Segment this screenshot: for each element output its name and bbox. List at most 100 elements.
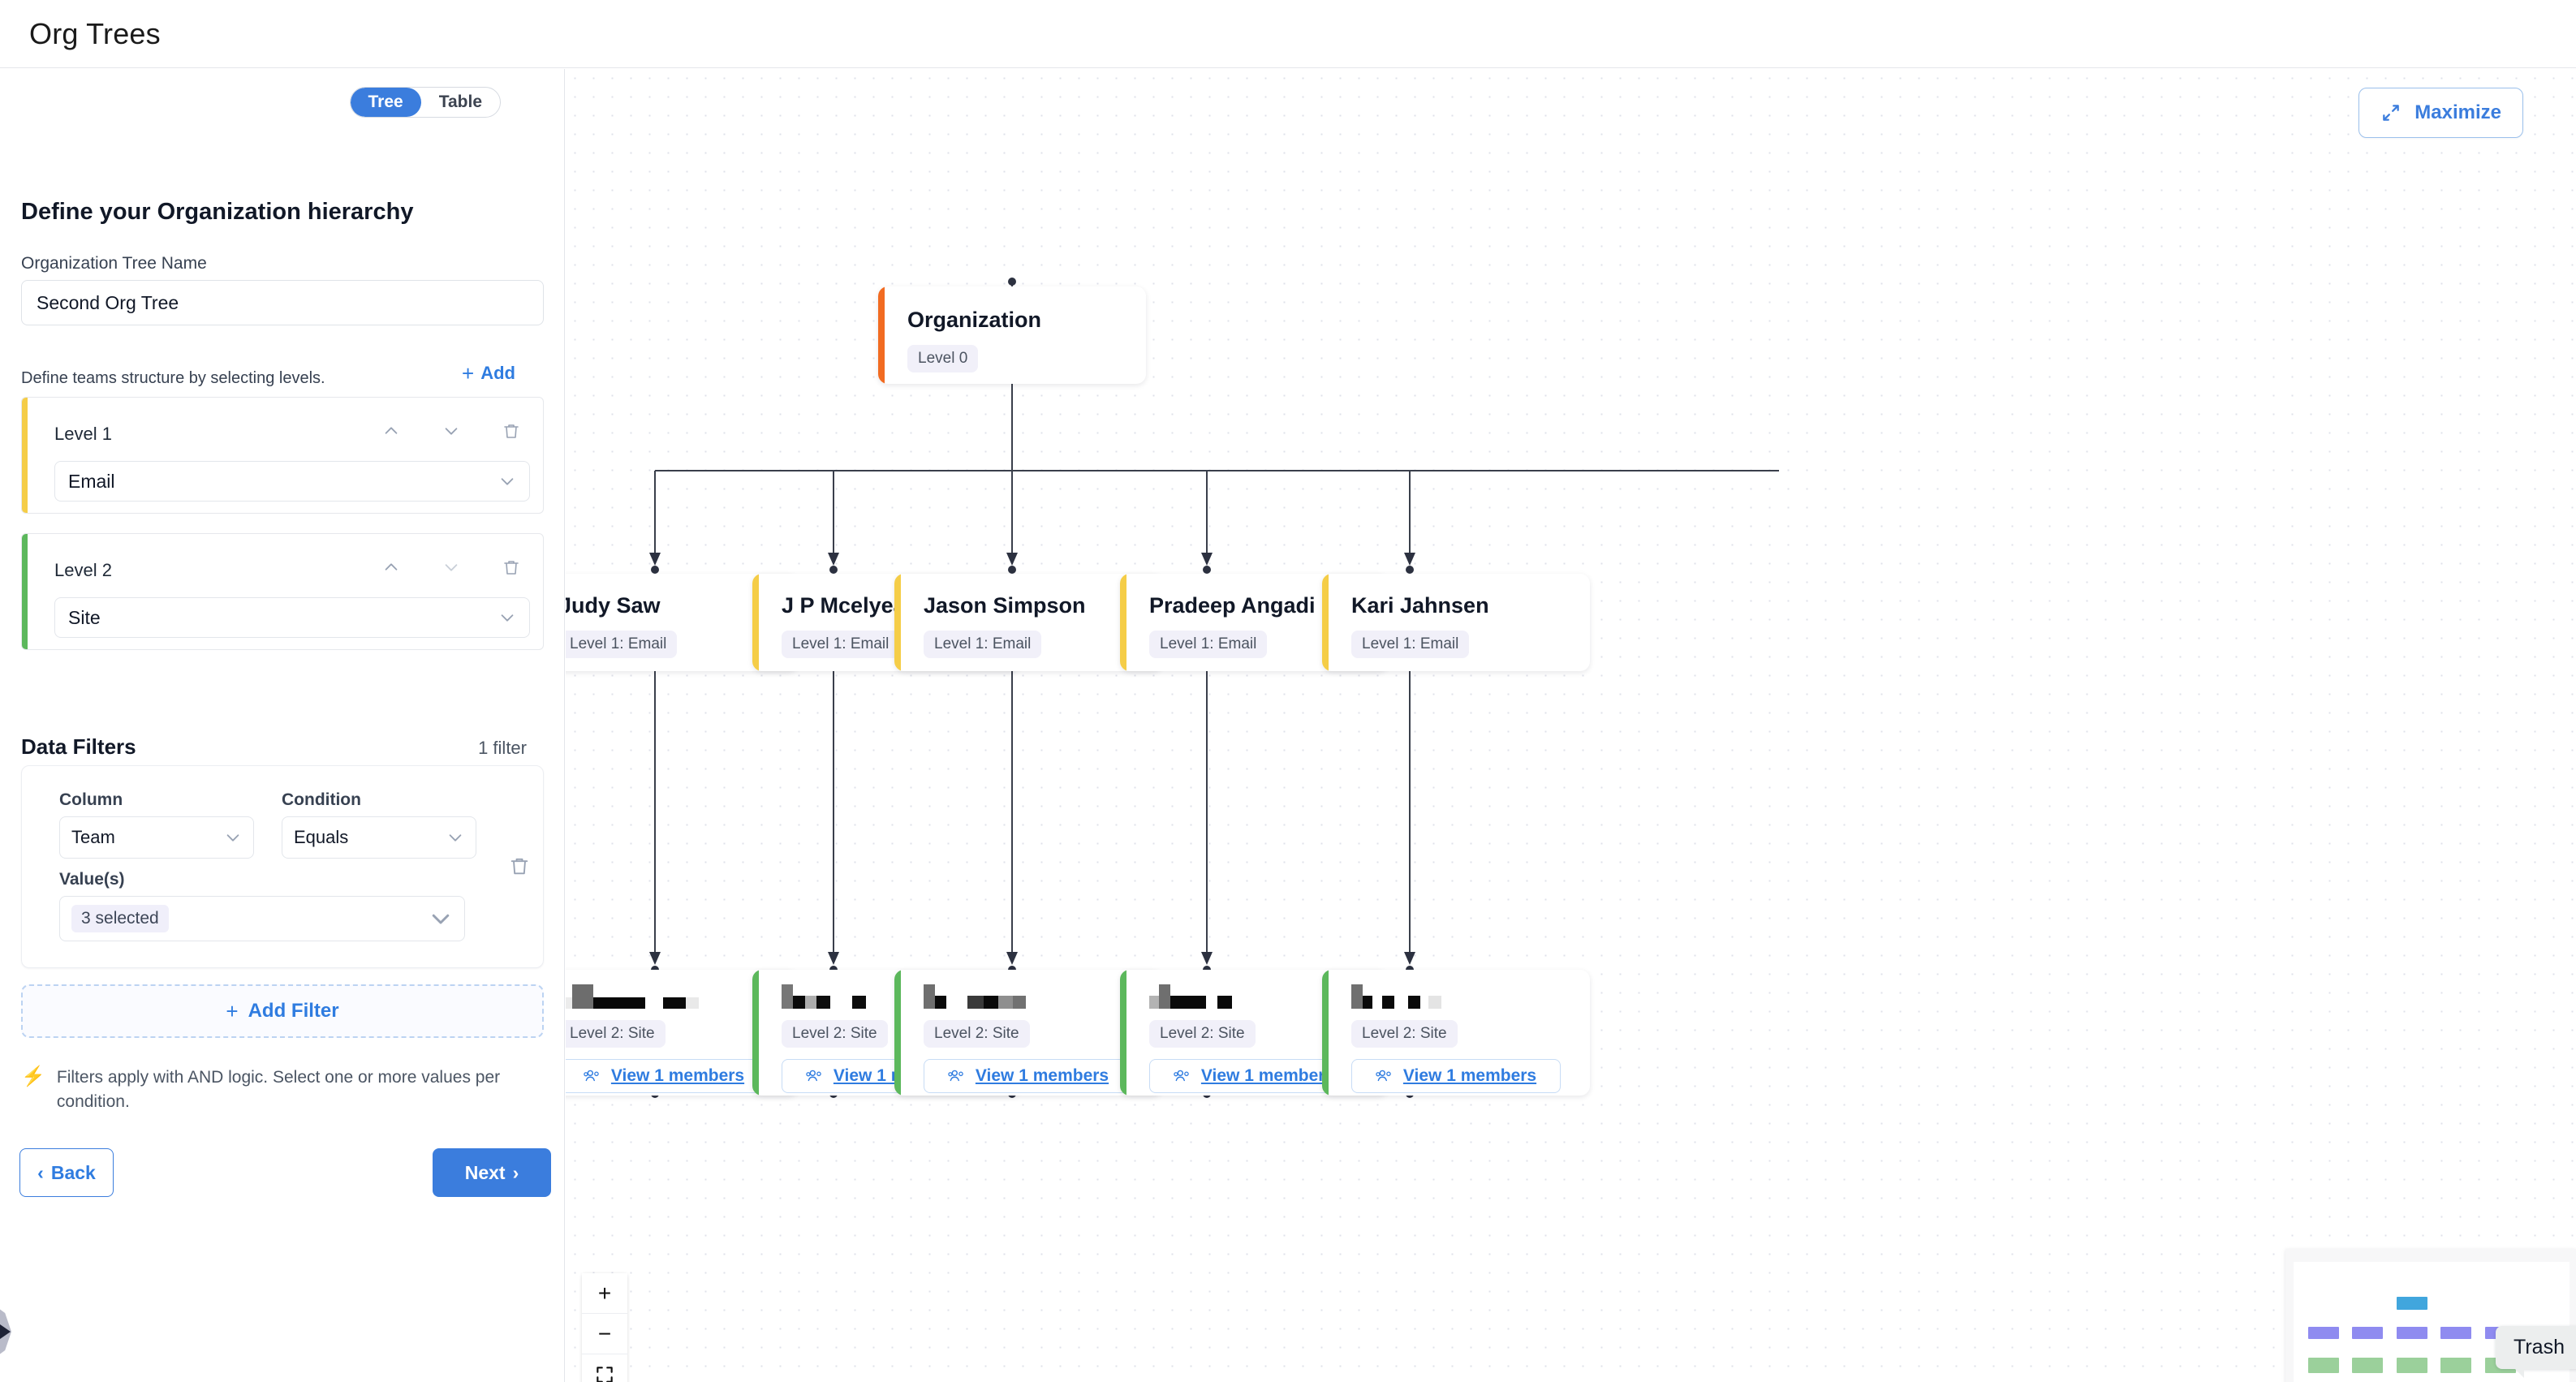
node-title-redacted <box>566 979 699 1009</box>
tree-node-level2[interactable]: Level 2: Site View 1 members <box>894 970 1162 1096</box>
chevron-down-icon <box>445 564 458 571</box>
maximize-label: Maximize <box>2414 101 2501 123</box>
filter-count-label: 1 filter <box>478 738 527 758</box>
view-members-label: View 1 members <box>975 1066 1109 1085</box>
minimap-node-level2 <box>2440 1358 2471 1373</box>
node-accent-bar <box>1120 970 1126 1096</box>
values-multiselect[interactable]: 3 selected <box>59 896 465 941</box>
trash-icon <box>504 424 519 438</box>
add-level-label: Add <box>480 363 515 383</box>
node-level-badge: Level 2: Site <box>1351 1020 1458 1048</box>
members-icon <box>806 1070 821 1082</box>
fit-view-button[interactable] <box>582 1354 627 1382</box>
members-icon <box>948 1070 963 1082</box>
filters-note-text: Filters apply with AND logic. Select one… <box>56 1068 501 1112</box>
level-2-field-value: Site <box>68 606 101 628</box>
node-accent-bar <box>1120 574 1126 671</box>
tree-node-level2[interactable]: Level 2: Site View 1 members <box>1322 970 1590 1096</box>
tree-name-input[interactable] <box>21 280 544 325</box>
members-icon <box>1376 1070 1391 1082</box>
minimap-node-level1 <box>2440 1327 2471 1339</box>
node-level-badge: Level 2: Site <box>1149 1020 1256 1048</box>
tree-node-root[interactable]: Organization Level 0 <box>878 286 1146 384</box>
trash-tooltip: Trash <box>2496 1326 2576 1378</box>
maximize-icon <box>2383 105 2400 121</box>
minimap-node-level1 <box>2352 1327 2383 1339</box>
node-accent-bar <box>1322 970 1329 1096</box>
level-accent-bar <box>22 534 28 649</box>
view-members-button[interactable]: View 1 members <box>1351 1059 1561 1093</box>
add-level-button[interactable]: + Add <box>462 363 515 384</box>
node-title-redacted <box>1351 979 1441 1009</box>
minimap-node-level2 <box>2308 1358 2339 1373</box>
node-level-badge: Level 2: Site <box>566 1020 666 1048</box>
tab-tree[interactable]: Tree <box>350 88 421 117</box>
node-accent-bar <box>1322 574 1329 671</box>
level-2-field-select[interactable]: Site <box>54 597 530 638</box>
node-level-badge: Level 2: Site <box>782 1020 888 1048</box>
level-2-title: Level 2 <box>54 560 112 580</box>
node-level-badge: Level 1: Email <box>1351 631 1470 658</box>
level-card-2: Level 2 Site <box>21 533 544 650</box>
back-button[interactable]: ‹ Back <box>19 1148 114 1197</box>
zoom-out-button[interactable]: − <box>582 1314 627 1354</box>
node-level-badge: Level 1: Email <box>566 631 678 658</box>
tree-edges <box>649 278 1779 1098</box>
maximize-button[interactable]: Maximize <box>2358 88 2523 138</box>
level-1-field-select[interactable]: Email <box>54 461 530 502</box>
add-filter-button[interactable]: + Add Filter <box>21 984 544 1038</box>
column-select[interactable]: Team <box>59 816 254 859</box>
delete-filter-button[interactable] <box>507 854 532 878</box>
zoom-controls: + − <box>582 1273 627 1382</box>
org-tree-canvas[interactable]: Maximize <box>566 69 2576 1382</box>
node-level-badge: Level 1: Email <box>1149 631 1268 658</box>
tree-name-label: Organization Tree Name <box>21 254 207 273</box>
node-level-badge: Level 1: Email <box>924 631 1042 658</box>
filter-row: Column Team Condition Equals Value(s) 3 … <box>21 765 544 968</box>
node-accent-bar <box>878 286 885 384</box>
filters-note: ⚡ Filters apply with AND logic. Select o… <box>21 1066 544 1115</box>
node-title-redacted <box>782 979 866 1009</box>
view-members-button[interactable]: View 1 members <box>924 1059 1133 1093</box>
node-title: J P Mcelyea <box>782 593 906 618</box>
hierarchy-heading: Define your Organization hierarchy <box>21 199 414 225</box>
tree-node-level1[interactable]: Kari Jahnsen Level 1: Email <box>1322 574 1590 671</box>
tree-node-level1[interactable]: Jason Simpson Level 1: Email <box>894 574 1162 671</box>
view-members-label: View 1 members <box>610 1066 745 1085</box>
plus-icon: + <box>462 361 475 385</box>
values-chip: 3 selected <box>71 905 169 932</box>
sidebar-collapse-handle[interactable] <box>0 1302 11 1361</box>
view-toggle: Tree Table <box>349 87 501 118</box>
view-members-label: View 1 members <box>1402 1066 1537 1085</box>
move-level-2-up-button[interactable] <box>379 555 403 579</box>
node-title: Organization <box>907 308 1042 332</box>
node-title: Kari Jahnsen <box>1351 593 1489 618</box>
move-level-1-up-button[interactable] <box>379 419 403 443</box>
chevron-down-icon <box>449 834 462 842</box>
move-level-2-down-button[interactable] <box>439 555 463 579</box>
delete-level-1-button[interactable] <box>499 419 523 443</box>
zoom-in-button[interactable]: + <box>582 1273 627 1314</box>
move-level-1-down-button[interactable] <box>439 419 463 443</box>
node-title: Judy Saw <box>566 593 661 618</box>
view-members-label: View 1 members <box>1200 1066 1335 1085</box>
node-title-redacted <box>924 979 1026 1009</box>
next-button[interactable]: Next › <box>433 1148 551 1197</box>
minimap[interactable]: Trash <box>2285 1249 2576 1382</box>
chevron-up-icon <box>385 563 398 570</box>
fit-view-icon <box>597 1367 613 1382</box>
level-1-title: Level 1 <box>54 424 112 444</box>
node-level-badge: Level 0 <box>907 345 979 372</box>
level-accent-bar <box>22 398 28 513</box>
next-label: Next <box>464 1161 506 1183</box>
view-members-button[interactable]: View 1 members <box>566 1059 769 1093</box>
app-header: Org Trees <box>0 0 2576 68</box>
delete-level-2-button[interactable] <box>499 555 523 579</box>
level-card-1: Level 1 Email <box>21 397 544 514</box>
level-1-field-value: Email <box>68 470 115 492</box>
tab-table[interactable]: Table <box>421 88 500 117</box>
node-accent-bar <box>752 970 759 1096</box>
bolt-icon: ⚡ <box>21 1066 45 1087</box>
trash-icon <box>504 561 519 575</box>
condition-select[interactable]: Equals <box>282 816 476 859</box>
